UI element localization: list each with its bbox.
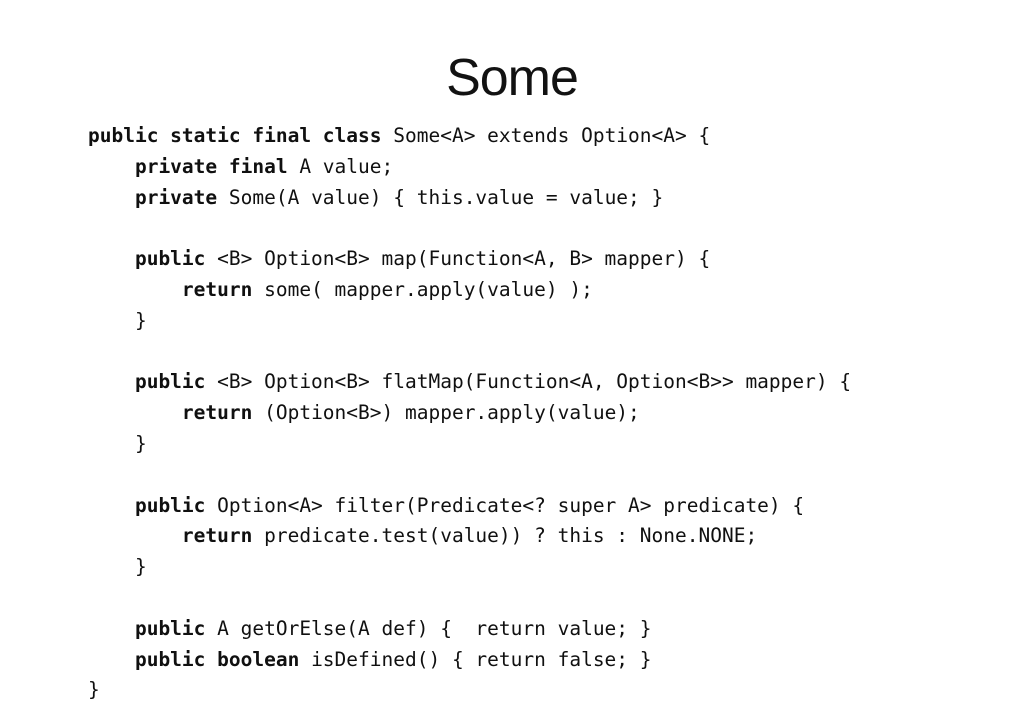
code-keyword: private final bbox=[88, 154, 300, 178]
code-block: public static final class Some<A> extend… bbox=[88, 121, 851, 706]
page-title: Some bbox=[446, 49, 579, 107]
code-line bbox=[88, 213, 851, 244]
code-line: } bbox=[88, 552, 851, 583]
code-line: public boolean isDefined() { return fals… bbox=[88, 645, 851, 676]
code-keyword: public bbox=[88, 493, 218, 517]
code-text: <B> Option<B> map(Function<A, B> mapper)… bbox=[217, 247, 711, 271]
code-text: some( mapper.apply(value) ); bbox=[264, 277, 593, 301]
code-text: } bbox=[88, 555, 147, 579]
code-text: A getOrElse(A def) { return value; } bbox=[217, 616, 652, 640]
code-keyword: return bbox=[88, 524, 265, 548]
code-text: (Option<B>) mapper.apply(value); bbox=[264, 401, 640, 425]
code-line: } bbox=[88, 429, 851, 460]
code-keyword: return bbox=[88, 401, 265, 425]
code-line: return (Option<B>) mapper.apply(value); bbox=[88, 398, 851, 429]
code-line bbox=[88, 460, 851, 491]
code-line: private final A value; bbox=[88, 152, 851, 183]
code-keyword: public static final class bbox=[88, 124, 394, 147]
code-text: predicate.test(value)) ? this : None.NON… bbox=[264, 524, 758, 548]
code-text: } bbox=[88, 431, 147, 455]
code-line: } bbox=[88, 675, 851, 706]
code-keyword: public boolean bbox=[88, 647, 312, 671]
code-line: return some( mapper.apply(value) ); bbox=[88, 275, 851, 306]
code-keyword: return bbox=[88, 277, 265, 301]
code-line: public A getOrElse(A def) { return value… bbox=[88, 614, 851, 645]
code-line: private Some(A value) { this.value = val… bbox=[88, 183, 851, 214]
code-line bbox=[88, 583, 851, 614]
code-text: } bbox=[88, 308, 147, 332]
code-keyword: private bbox=[88, 185, 229, 209]
code-line bbox=[88, 337, 851, 368]
code-line: } bbox=[88, 306, 851, 337]
code-keyword: public bbox=[88, 247, 218, 271]
code-keyword: public bbox=[88, 616, 218, 640]
code-line: public Option<A> filter(Predicate<? supe… bbox=[88, 491, 851, 522]
code-line: return predicate.test(value)) ? this : N… bbox=[88, 521, 851, 552]
code-text: Option<A> filter(Predicate<? super A> pr… bbox=[217, 493, 805, 517]
code-keyword: public bbox=[88, 370, 218, 394]
code-line: public static final class Some<A> extend… bbox=[88, 121, 851, 152]
code-line: public <B> Option<B> map(Function<A, B> … bbox=[88, 244, 851, 275]
code-line: public <B> Option<B> flatMap(Function<A,… bbox=[88, 367, 851, 398]
code-text: Some<A> extends Option<A> { bbox=[393, 124, 711, 147]
code-text: <B> Option<B> flatMap(Function<A, Option… bbox=[217, 370, 852, 394]
code-text: } bbox=[88, 678, 100, 702]
code-text: isDefined() { return false; } bbox=[311, 647, 652, 671]
code-text: A value; bbox=[299, 154, 394, 178]
code-text: Some(A value) { this.value = value; } bbox=[228, 185, 664, 209]
